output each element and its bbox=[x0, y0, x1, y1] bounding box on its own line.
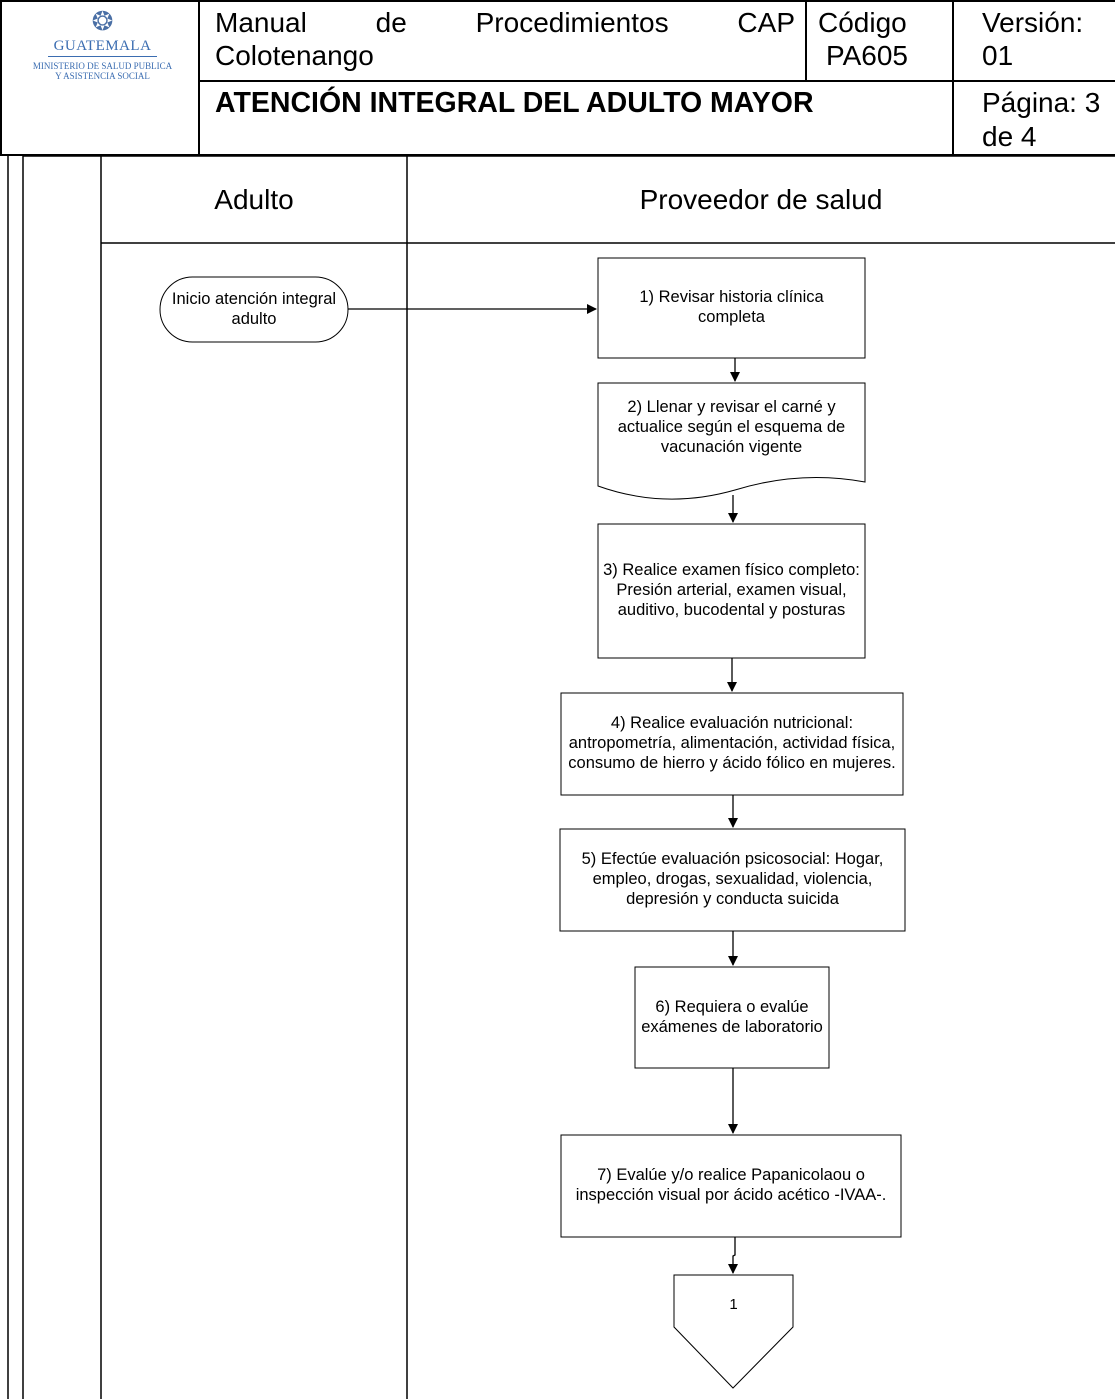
step7-box bbox=[560, 1134, 902, 1238]
header-left-border bbox=[0, 0, 2, 156]
step5-label: 5) Efectúe evaluación psicosocial: Hogar… bbox=[581, 850, 884, 908]
logo-subtitle-1: MINISTERIO DE SALUD PUBLICA bbox=[32, 61, 173, 71]
pagina-line1: Página: 3 bbox=[982, 87, 1101, 118]
step1-label: 1) Revisar historia clínica completa bbox=[639, 288, 824, 326]
offpage-connector-shape bbox=[673, 1274, 794, 1389]
step6-label: 6) Requiera o evalúe exámenes de laborat… bbox=[641, 997, 823, 1036]
header-divider-version bbox=[952, 0, 954, 156]
version-label: Versión: bbox=[982, 7, 1084, 38]
pagina-line2: de 4 bbox=[982, 121, 1037, 152]
coat-of-arms-icon: ❂ bbox=[91, 6, 114, 36]
step3-box bbox=[597, 523, 866, 659]
step2-label: 2) Llenar y revisar el carné y actualice… bbox=[617, 398, 846, 456]
ministry-logo: ❂ GUATEMALA MINISTERIO DE SALUD PUBLICA … bbox=[10, 8, 195, 82]
lane-header-proveedor: Proveedor de salud bbox=[639, 183, 883, 215]
codigo-value: PA605 bbox=[826, 40, 908, 71]
procedure-title: ATENCIÓN INTEGRAL DEL ADULTO MAYOR bbox=[215, 87, 814, 119]
header-divider-codigo bbox=[805, 0, 807, 82]
step4-label: 4) Realice evaluación nutricional: antro… bbox=[568, 714, 896, 772]
swimlane-frame bbox=[7, 155, 1115, 1399]
header-middle-rule bbox=[200, 80, 1115, 82]
step6-box bbox=[634, 966, 830, 1069]
step4-box bbox=[560, 692, 904, 796]
step3-label: 3) Realice examen físico completo: Presi… bbox=[603, 561, 860, 619]
header-bottom-border bbox=[0, 154, 1115, 156]
step2-document-shape bbox=[597, 382, 866, 500]
step1-box bbox=[597, 257, 866, 359]
header-divider-logo bbox=[198, 0, 200, 156]
lane-header-adulto: Adulto bbox=[214, 183, 294, 215]
version-value: 01 bbox=[982, 40, 1014, 71]
codigo-label: Código bbox=[818, 7, 907, 38]
logo-subtitle-2: Y ASISTENCIA SOCIAL bbox=[55, 71, 150, 82]
manual-title-line1: Manual de Procedimientos CAP bbox=[215, 7, 795, 38]
header-top-border bbox=[0, 0, 1115, 2]
arrow-step7-to-connector bbox=[728, 1237, 738, 1274]
manual-title-line2: Colotenango bbox=[215, 40, 374, 71]
logo-name: GUATEMALA bbox=[47, 38, 158, 57]
start-label: Inicio atención integral adulto bbox=[171, 289, 337, 328]
connector-label: 1 bbox=[729, 1296, 738, 1313]
step5-box bbox=[559, 828, 906, 932]
step7-label: 7) Evalúe y/o realice Papanicolaou o ins… bbox=[575, 1166, 887, 1204]
